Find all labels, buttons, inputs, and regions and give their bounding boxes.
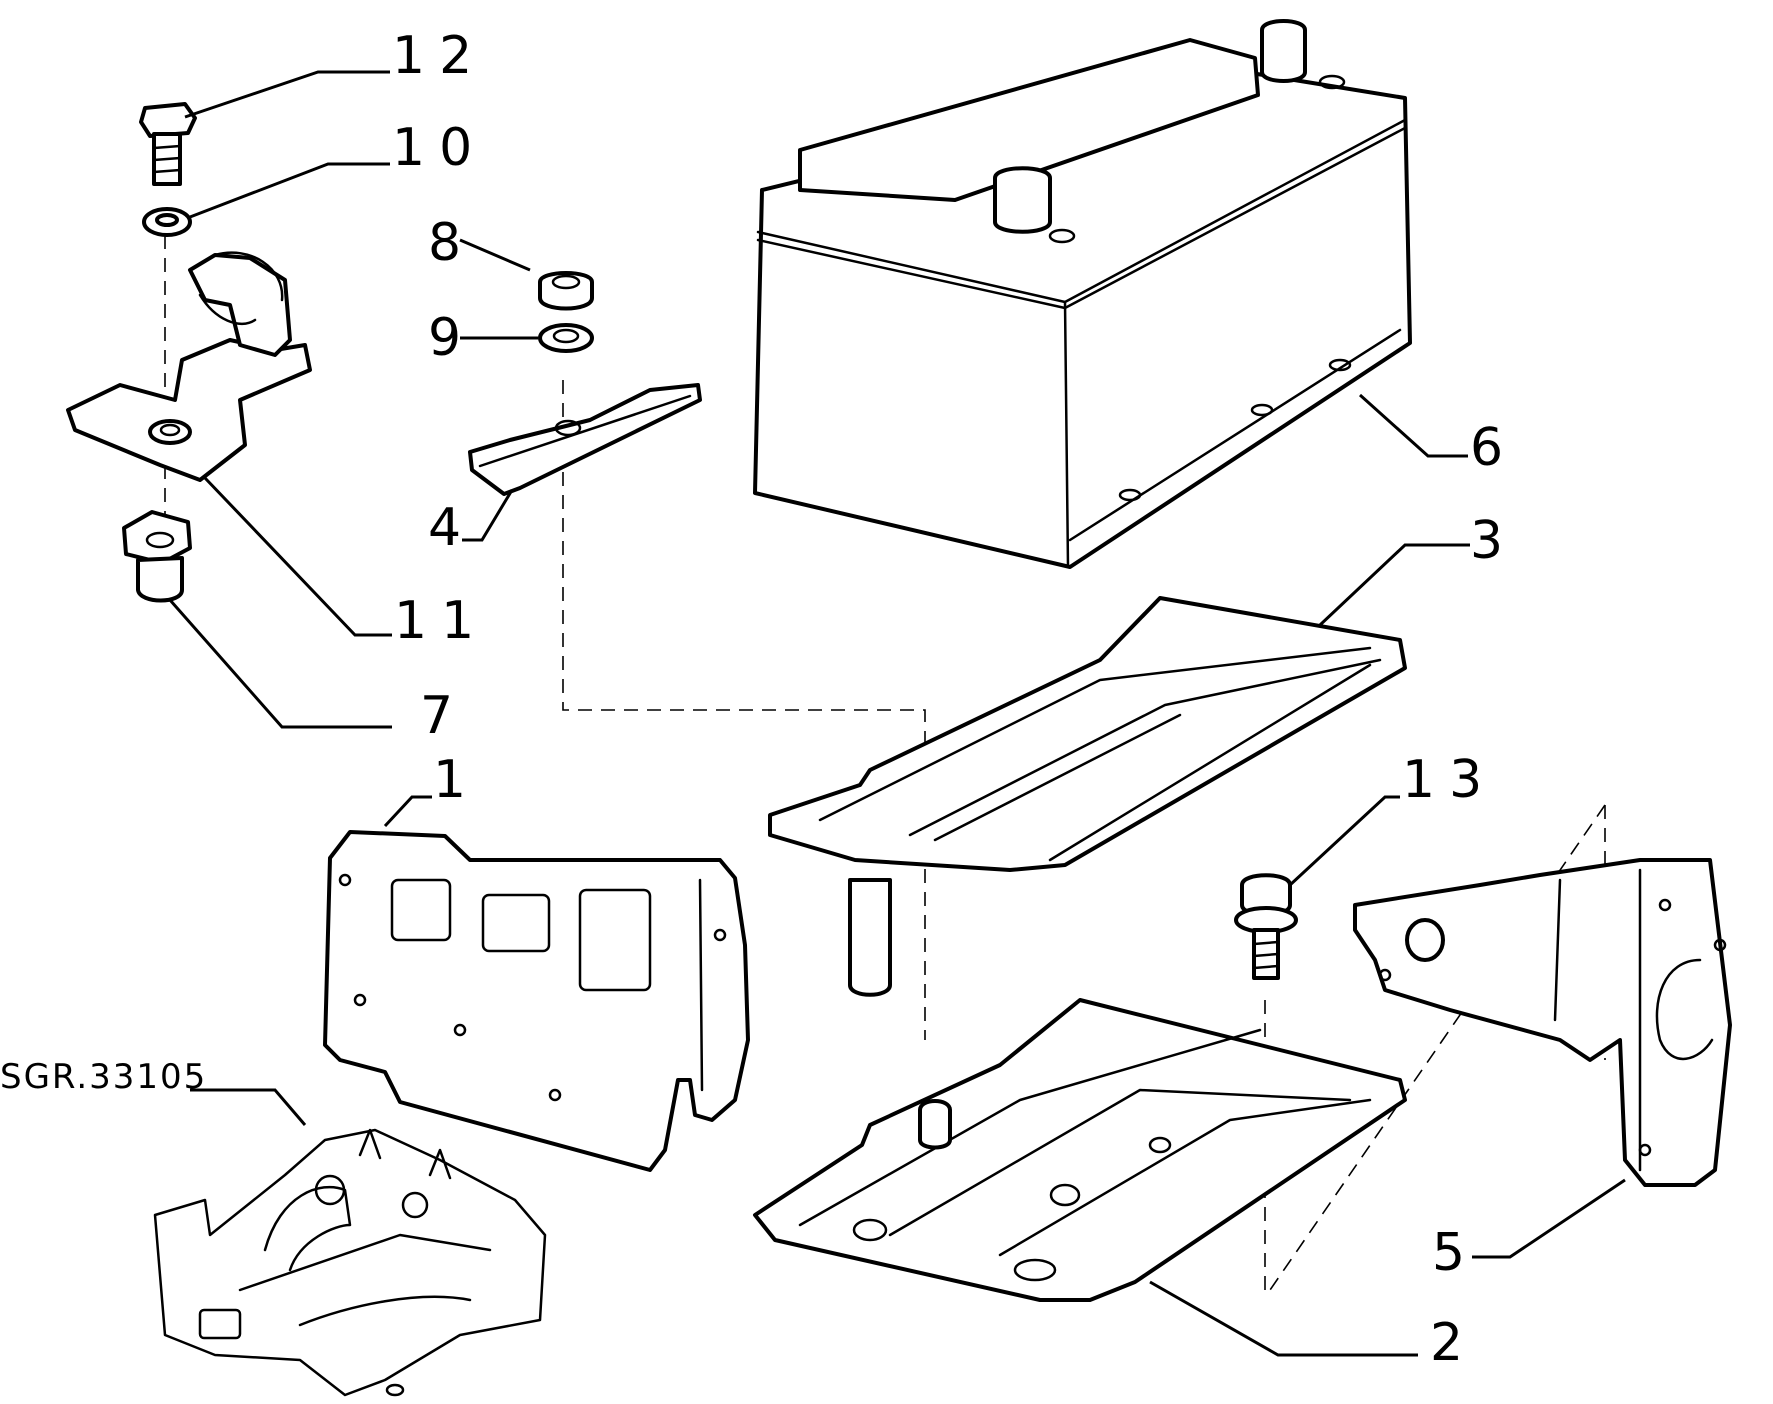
- reference-assembly-sketch: [153, 1128, 547, 1397]
- part-6-battery: [753, 19, 1412, 569]
- part-12-bolt: [139, 102, 197, 186]
- callout-9: 9: [428, 308, 475, 368]
- callout-13: 13: [1402, 750, 1496, 810]
- callout-8: 8: [428, 213, 475, 273]
- part-1-front-bracket: [323, 830, 750, 1172]
- callout-5: 5: [1432, 1223, 1479, 1283]
- part-10-washer: [142, 207, 192, 237]
- part-2-lower-tray: [753, 998, 1407, 1302]
- reference-code: SGR.33105: [0, 1057, 207, 1097]
- callout-3: 3: [1470, 511, 1517, 571]
- callout-10: 10: [392, 118, 486, 178]
- part-4-clamp-strip: [468, 383, 702, 496]
- callout-1: 1: [433, 750, 480, 810]
- part-3-battery-tray: [768, 596, 1407, 997]
- part-7-cage-nut: [122, 510, 192, 603]
- part-8-nut: [538, 271, 594, 311]
- leader-lines: [168, 70, 1626, 1357]
- part-11-hold-down-bracket: [66, 251, 312, 482]
- callout-7: 7: [420, 686, 467, 746]
- callout-4: 4: [428, 498, 475, 558]
- part-13-bolt: [1234, 873, 1298, 980]
- part-5-side-bracket: [1353, 858, 1732, 1187]
- callout-11: 11: [394, 591, 488, 651]
- callout-6: 6: [1470, 418, 1517, 478]
- part-9-washer: [538, 323, 594, 353]
- callout-12: 12: [392, 26, 486, 86]
- callout-labels: 12 10 8 9 4 6 3 11 7 1 13 5 2 SGR.33105: [0, 26, 1517, 1373]
- callout-2: 2: [1430, 1313, 1477, 1373]
